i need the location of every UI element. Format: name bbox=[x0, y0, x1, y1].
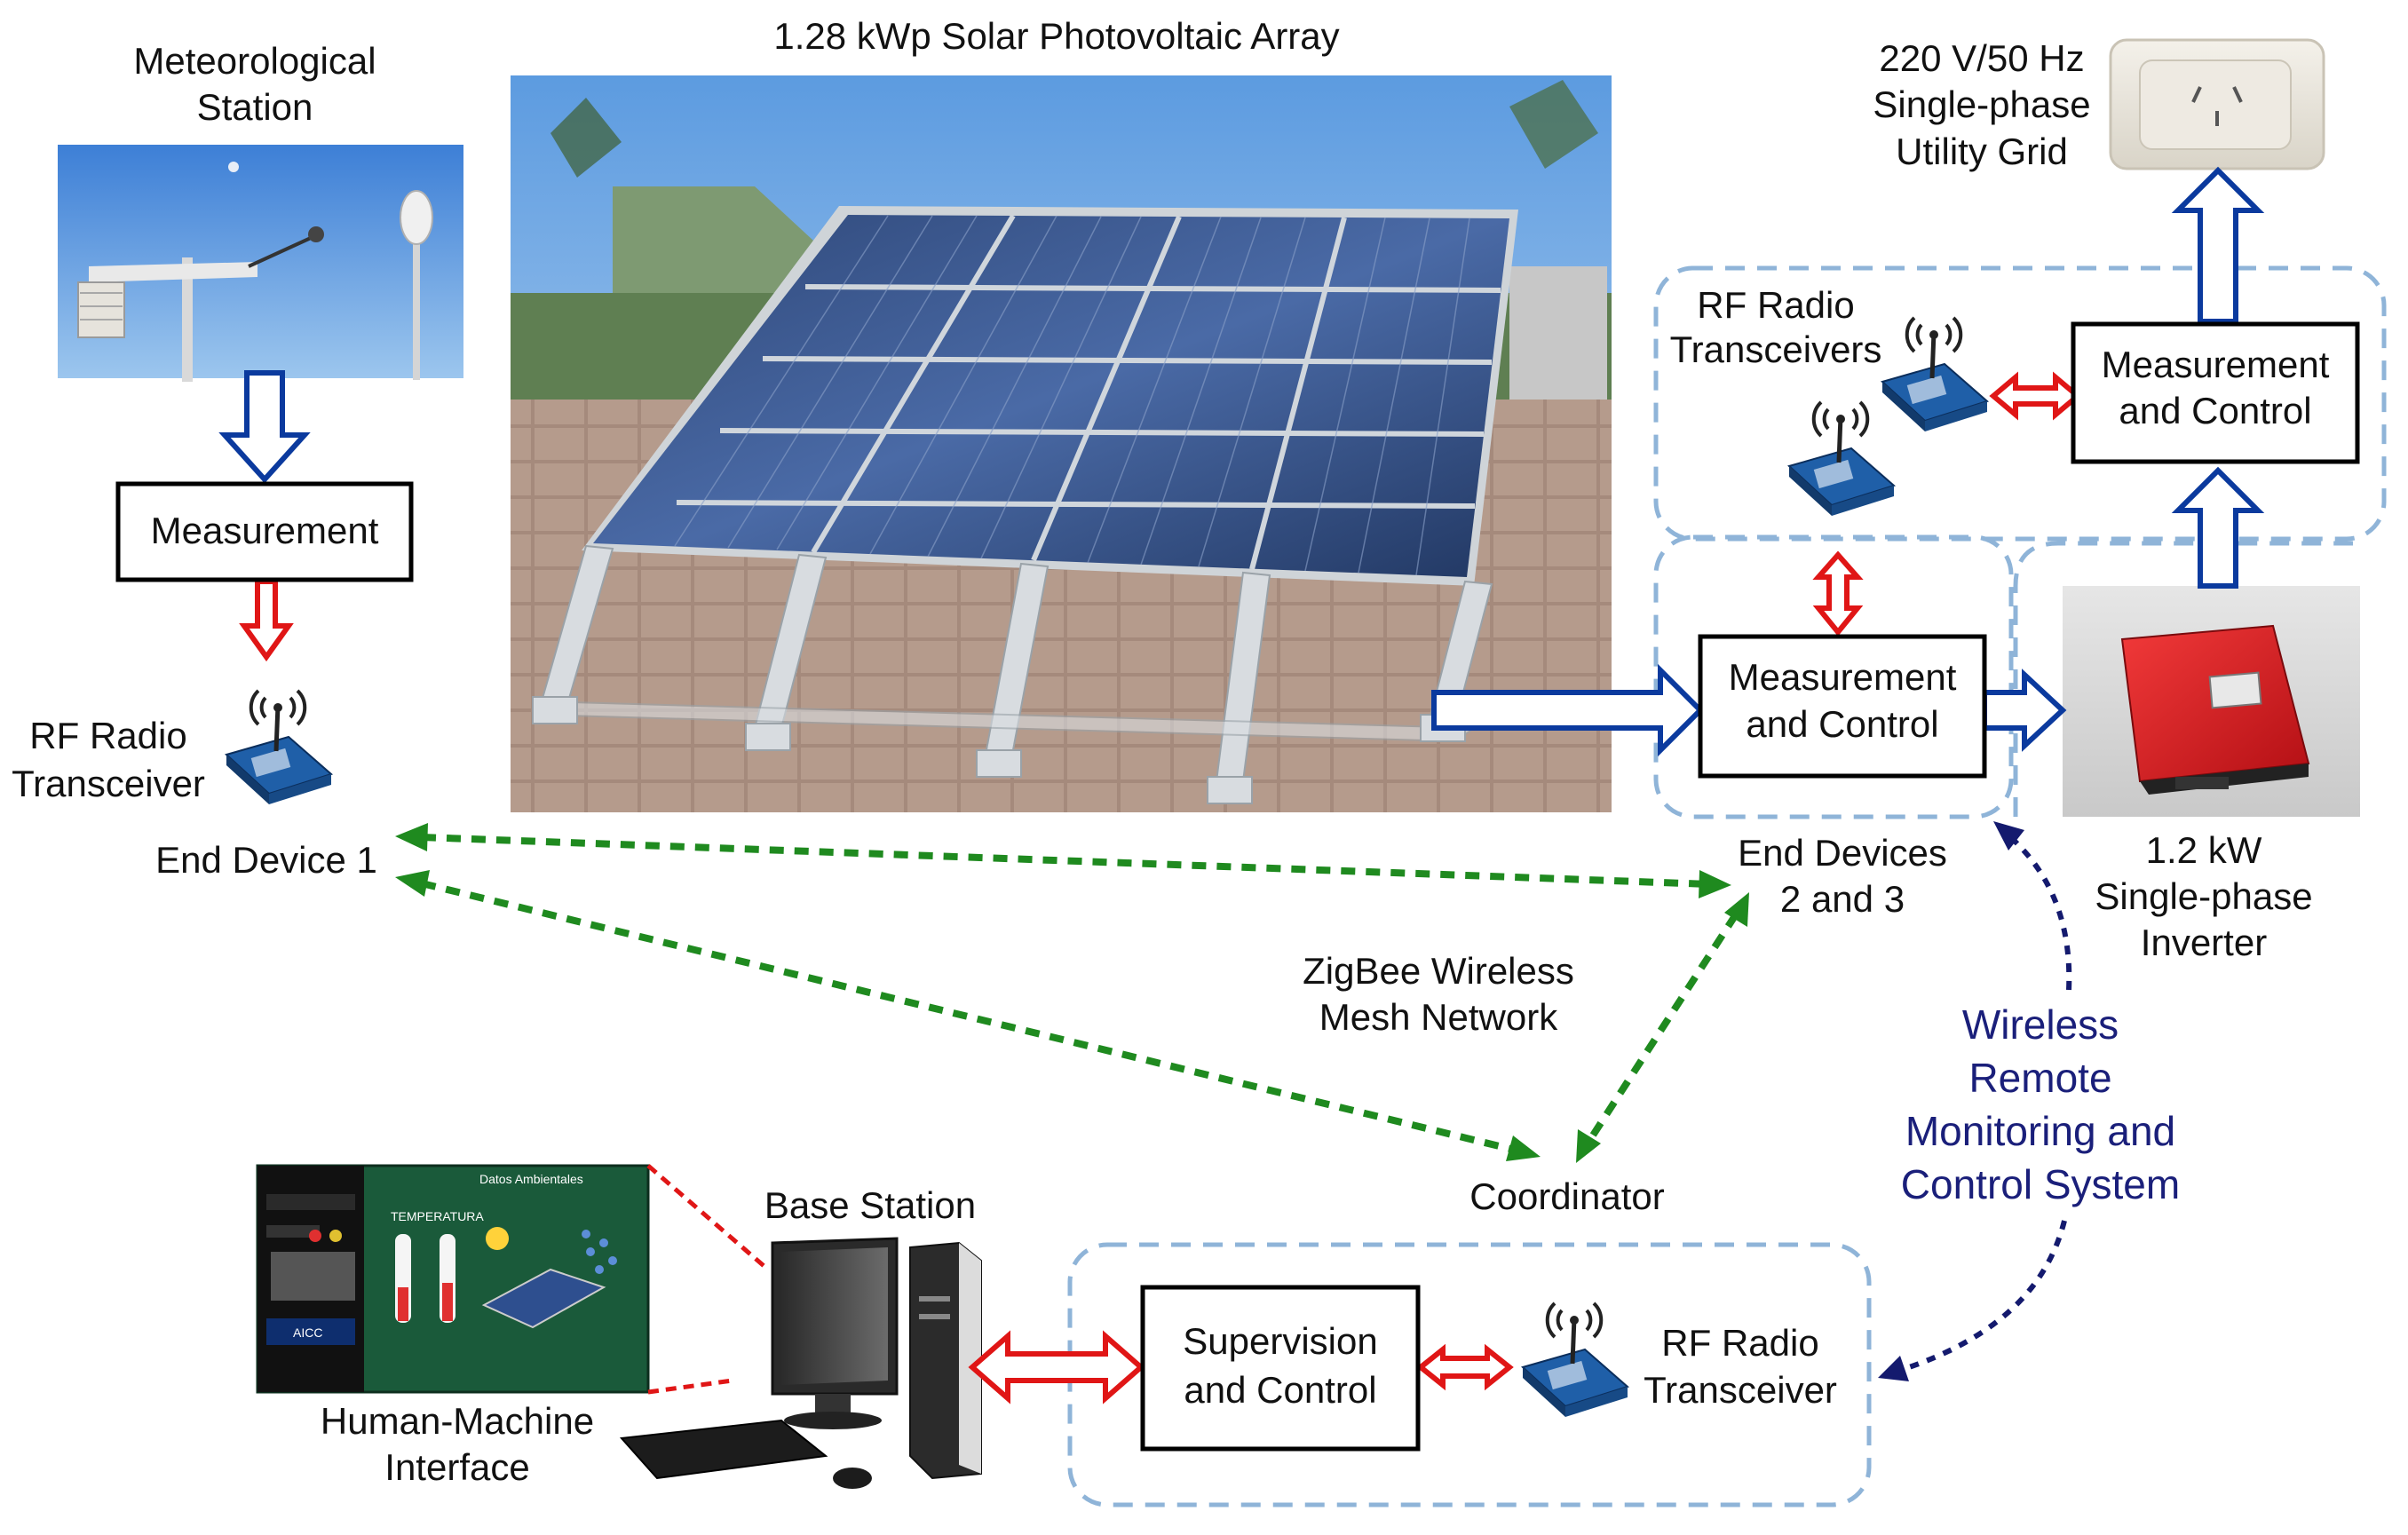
grid-label-2: Single-phase bbox=[1873, 83, 2090, 125]
mc-mid-box-label-1: Measurement bbox=[1729, 656, 1957, 698]
rf-transceiver-bottom-label-1: RF Radio bbox=[1661, 1322, 1818, 1364]
rf-transceivers-label-2: Transceivers bbox=[1670, 328, 1882, 370]
group-end-devices-top bbox=[1653, 265, 2387, 542]
wireless-label-4: Control System bbox=[1901, 1161, 2180, 1207]
zigbee-label-1: ZigBee Wireless bbox=[1303, 950, 1574, 992]
rf-transceiver-bottom-label-2: Transceiver bbox=[1644, 1369, 1837, 1411]
wireless-label-2: Remote bbox=[1968, 1055, 2111, 1101]
xbee-end-device-top bbox=[1882, 318, 1987, 431]
hmi-label-1: Human-Machine bbox=[321, 1400, 594, 1442]
base-station-label: Base Station bbox=[764, 1184, 976, 1226]
met-station-label-2: Station bbox=[197, 86, 313, 128]
zigbee-arrowhead-2 bbox=[1699, 870, 1731, 898]
inverter-label-1: 1.2 kW bbox=[2146, 829, 2262, 871]
inverter-label-3: Inverter bbox=[2141, 922, 2267, 963]
inverter-label-2: Single-phase bbox=[2095, 875, 2312, 917]
zigbee-arrowhead-3 bbox=[395, 870, 430, 897]
zigbee-arrowhead-4 bbox=[1506, 1135, 1541, 1161]
hmi-logo: AICC bbox=[293, 1325, 322, 1340]
base-station-computer bbox=[619, 1237, 982, 1489]
mc-mid-box-label-2: and Control bbox=[1746, 703, 1938, 745]
group-inverter-outline bbox=[2013, 541, 2353, 817]
met-station-label-1: Meteorological bbox=[133, 40, 376, 82]
arrow-computer-supervision bbox=[968, 1330, 1145, 1404]
wireless-arrowhead-upper bbox=[1993, 821, 2024, 851]
power-outlet-photo bbox=[2109, 38, 2325, 170]
hmi-label-2: Interface bbox=[384, 1446, 529, 1488]
measurement-box-label: Measurement bbox=[151, 510, 379, 551]
hmi-callout-line-top bbox=[646, 1164, 770, 1271]
wireless-label-3: Monitoring and bbox=[1905, 1108, 2175, 1154]
hmi-screen: AICC Datos Ambientales TEMPERATURA bbox=[256, 1164, 650, 1394]
group-end-devices-mid bbox=[1653, 534, 2014, 819]
solar-array-photo bbox=[511, 75, 1612, 812]
rf-transceiver-left-label-1: RF Radio bbox=[29, 715, 186, 756]
supervision-box-label-2: and Control bbox=[1184, 1369, 1376, 1411]
rf-transceivers-label-1: RF Radio bbox=[1697, 284, 1854, 326]
measurement-box bbox=[115, 481, 414, 582]
grid-label-1: 220 V/50 Hz bbox=[1879, 37, 2084, 79]
wireless-label-1: Wireless bbox=[1962, 1001, 2119, 1048]
pv-array-title: 1.28 kWp Solar Photovoltaic Array bbox=[773, 15, 1339, 57]
coordinator-label: Coordinator bbox=[1469, 1175, 1664, 1217]
arrow-measurement-to-xbee bbox=[239, 579, 294, 662]
zigbee-link-ed1-coordinator bbox=[421, 880, 1515, 1153]
mc-top-box bbox=[2071, 321, 2360, 464]
zigbee-link-ed1-ed23 bbox=[421, 834, 1710, 888]
hmi-callout-line-bottom bbox=[647, 1378, 733, 1395]
end-devices-label-1: End Devices bbox=[1738, 832, 1947, 874]
xbee-end-device-1 bbox=[226, 691, 331, 804]
arrow-supervision-xbee bbox=[1416, 1343, 1514, 1391]
arrow-mc-to-inverter bbox=[1982, 669, 2067, 752]
arrow-inverter-to-mc-top bbox=[2171, 466, 2265, 589]
xbee-end-device-left bbox=[1789, 402, 1894, 516]
arrow-met-to-measurement bbox=[218, 370, 311, 484]
supervision-box-label-1: Supervision bbox=[1183, 1320, 1377, 1362]
arrow-xbee-mc-top bbox=[1989, 371, 2082, 421]
zigbee-arrowhead-6 bbox=[1576, 1129, 1601, 1163]
inverter-photo bbox=[2063, 586, 2360, 817]
zigbee-arrowhead-1 bbox=[395, 823, 428, 851]
arrow-pv-to-mc bbox=[1431, 663, 1705, 757]
wireless-link-upper bbox=[2000, 827, 2072, 991]
mc-top-box-label-1: Measurement bbox=[2102, 344, 2330, 385]
hmi-temperature-label: TEMPERATURA bbox=[391, 1209, 484, 1223]
mc-top-box-label-2: and Control bbox=[2119, 390, 2311, 431]
arrow-xbee-mc-mid bbox=[1812, 550, 1864, 637]
end-devices-label-2: 2 and 3 bbox=[1780, 878, 1905, 920]
zigbee-link-ed23-coordinator bbox=[1586, 912, 1739, 1143]
supervision-box bbox=[1140, 1285, 1421, 1452]
wireless-link-lower bbox=[1895, 1220, 2067, 1374]
hmi-title: Datos Ambientales bbox=[479, 1172, 583, 1186]
zigbee-arrowhead-5 bbox=[1724, 892, 1749, 927]
meteorological-station-photo bbox=[58, 145, 463, 382]
arrow-mc-top-to-grid bbox=[2171, 166, 2265, 324]
grid-label-3: Utility Grid bbox=[1896, 131, 2068, 172]
rf-transceiver-left-label-2: Transceiver bbox=[12, 763, 205, 804]
xbee-coordinator bbox=[1523, 1303, 1628, 1417]
wireless-arrowhead-lower bbox=[1878, 1356, 1909, 1381]
zigbee-label-2: Mesh Network bbox=[1319, 996, 1558, 1038]
end-device-1-label: End Device 1 bbox=[155, 839, 377, 881]
mc-mid-box bbox=[1698, 634, 1987, 779]
